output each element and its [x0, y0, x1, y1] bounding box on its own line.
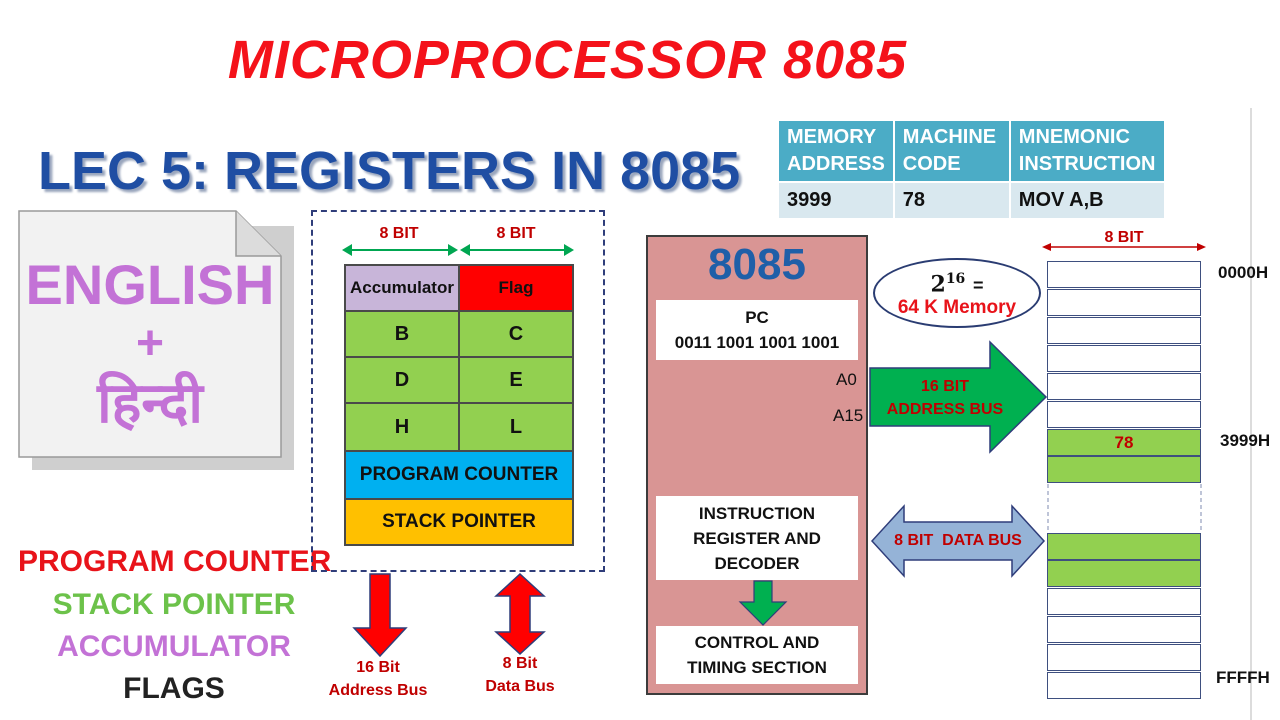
memory-cell [1047, 261, 1201, 288]
data-bus-text: 8 BIT DATA BUS [894, 532, 1022, 549]
page-title: MICROPROCESSOR 8085 [227, 30, 908, 90]
memory-cell [1047, 401, 1201, 428]
cell-mnemonic: MOV A,B [1009, 181, 1164, 218]
decoder-line3: DECODER [714, 553, 800, 573]
memory-cell [1047, 616, 1201, 643]
control-line1: CONTROL AND [694, 633, 820, 652]
memory-cell-data-1 [1047, 533, 1201, 560]
topic-program-counter: PROGRAM COUNTER [18, 545, 332, 578]
address-bus-text: 16 BIT ADDRESS BUS [886, 378, 1004, 418]
data-bus-arrow [870, 504, 1046, 578]
decoder-box: INSTRUCTION REGISTER AND DECODER [656, 496, 858, 580]
memory-cell [1047, 588, 1201, 615]
register-b: B [344, 310, 460, 358]
cpu-name: 8085 [708, 240, 806, 289]
bit-width-arrows [342, 244, 574, 256]
memory-size-ellipse: 216 = 64 K Memory [873, 258, 1041, 328]
memory-cell [1047, 672, 1201, 699]
memory-cell [1047, 644, 1201, 671]
topic-flags: FLAGS [123, 672, 225, 705]
decoder-line1: INSTRUCTION [698, 503, 816, 523]
pc-value: 0011 1001 1001 1001 [674, 333, 840, 352]
control-line2: TIMING SECTION [687, 658, 827, 677]
memory-cell [1047, 289, 1201, 316]
data-bus-label-line2: Data Bus [485, 678, 555, 695]
language-plus: + [135, 316, 165, 370]
decoder-to-control-arrow [738, 580, 788, 626]
pc-label: PC [745, 308, 769, 327]
language-hindi: हिन्दी [97, 371, 203, 436]
lecture-title: LEC 5: REGISTERS IN 8085 [38, 141, 741, 201]
cell-address: 3999 [779, 181, 895, 218]
memory-cell [1047, 317, 1201, 344]
pin-a0: A0 [836, 370, 857, 389]
memory-cell [1047, 373, 1201, 400]
language-english: ENGLISH [25, 252, 275, 316]
address-bus-down-arrow [352, 573, 408, 658]
address-end: FFFFH [1216, 668, 1270, 687]
control-box: CONTROL AND TIMING SECTION [656, 626, 858, 684]
table-row: 3999 78 MOV A,B [779, 181, 1164, 218]
register-program-counter: PROGRAM COUNTER [344, 450, 574, 500]
register-stack-pointer: STACK POINTER [344, 498, 574, 546]
address-bus-label-line2: Address Bus [328, 682, 428, 699]
address-start: 0000H [1218, 263, 1269, 282]
cell-machine-code: 78 [893, 181, 1011, 218]
register-flag: Flag [458, 264, 574, 312]
left-width-label: 8 BIT [379, 225, 419, 242]
memory-cell [1047, 345, 1201, 372]
address-target: 3999H [1220, 431, 1271, 450]
register-e: E [458, 356, 574, 404]
register-accumulator: Accumulator [344, 264, 460, 312]
data-bus-label-line1: 8 Bit [502, 655, 538, 672]
memory-gap [1047, 484, 1202, 532]
power-expression: 216 = [930, 270, 984, 298]
divider-line [1250, 108, 1252, 720]
register-l: L [458, 402, 574, 452]
address-bus-label-line1: 16 Bit [356, 659, 400, 676]
register-c: C [458, 310, 574, 358]
decoder-line2: REGISTER AND [693, 528, 821, 548]
memory-cell-data-2 [1047, 560, 1201, 587]
data-bus-bidirectional-arrow [494, 572, 546, 656]
memory-cell-3999: 78 [1047, 429, 1201, 456]
topic-accumulator: ACCUMULATOR [57, 630, 291, 663]
memory-width-label: 8 BIT [1104, 229, 1144, 246]
pc-box: PC 0011 1001 1001 1001 [656, 300, 858, 360]
right-width-label: 8 BIT [496, 225, 536, 242]
memory-size-text: 64 K Memory [897, 297, 1017, 319]
register-block-outline [311, 210, 605, 572]
topic-stack-pointer: STACK POINTER [52, 588, 296, 621]
language-card [18, 210, 282, 458]
register-d: D [344, 356, 460, 404]
register-h: H [344, 402, 460, 452]
address-bus-arrow [869, 340, 1048, 454]
memory-width-arrow [1042, 243, 1206, 251]
memory-cell [1047, 456, 1201, 483]
pin-a15: A15 [833, 406, 864, 425]
